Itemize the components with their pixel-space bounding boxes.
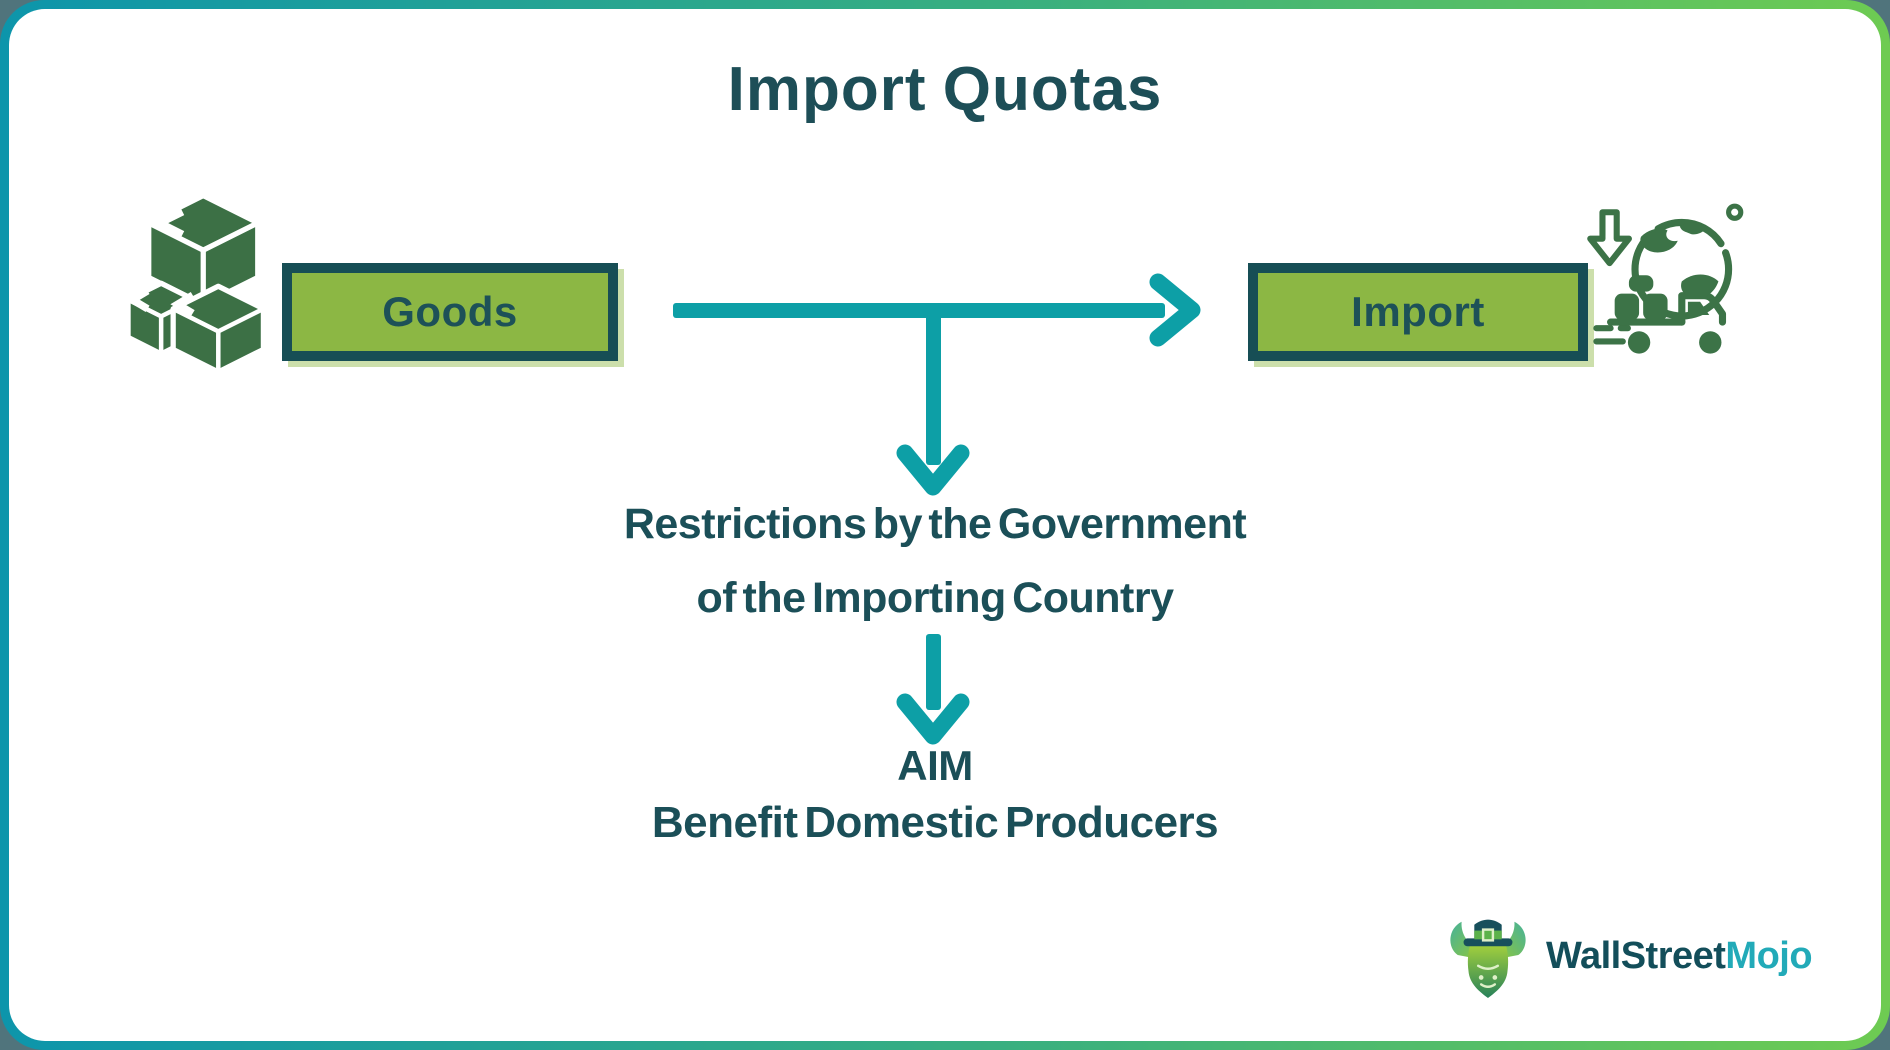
aim-heading: AIM <box>897 742 973 789</box>
arrow-to-aim <box>926 634 941 710</box>
logo-wordmark: WallStreetMojo <box>1546 934 1813 978</box>
stacked-packages-icon <box>125 193 267 375</box>
card-background <box>9 9 1881 1041</box>
arrow-goods-to-import <box>673 303 1165 318</box>
restrictions-line2: of the Importing Country <box>696 574 1175 622</box>
restrictions-line1: Restrictions by the Government <box>623 500 1247 548</box>
aim-text: Benefit Domestic Producers <box>651 798 1219 847</box>
arrow-to-restrictions <box>926 303 941 465</box>
arrow-right-head-icon <box>1149 273 1201 347</box>
globe-import-truck-icon <box>1587 203 1744 354</box>
arrow-down-head-icon <box>896 693 970 745</box>
import-node: Import <box>1248 263 1588 361</box>
logo-mojo: Mojo <box>1725 934 1813 977</box>
goods-label: Goods <box>382 288 518 335</box>
restrictions-caption: Restrictions by the Government of the Im… <box>535 487 1335 635</box>
arrow-down-head-icon <box>896 444 970 496</box>
aim-caption: AIM Benefit Domestic Producers <box>585 740 1285 854</box>
page-title: Import Quotas <box>727 55 1163 124</box>
import-label: Import <box>1351 288 1485 335</box>
bull-mascot-icon <box>1450 919 1526 999</box>
goods-node: Goods <box>282 263 618 361</box>
logo-wallstreet: WallStreet <box>1546 934 1726 977</box>
wallstreetmojo-logo: WallStreetMojo <box>1444 912 1813 1000</box>
